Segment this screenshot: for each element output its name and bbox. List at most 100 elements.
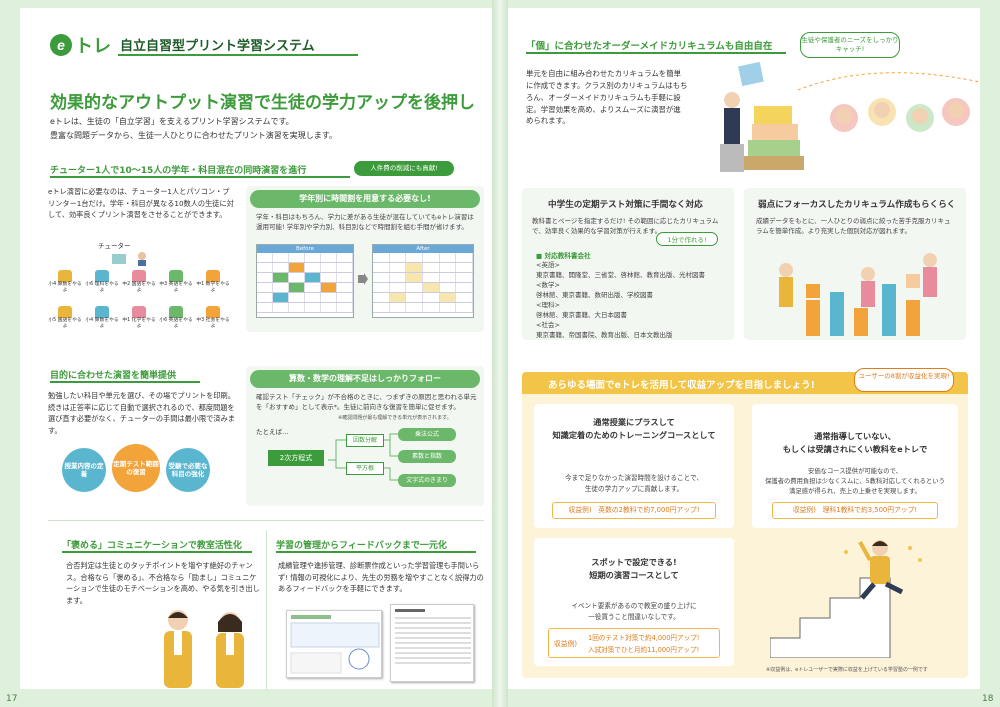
svg-text:トレ: トレ bbox=[75, 36, 111, 57]
schedule-cell bbox=[305, 303, 321, 312]
etore-logo: e トレ bbox=[48, 30, 116, 58]
left-page: e トレ 自立自習型プリント学習システム 効果的なアウトプット演習で生徒の学力ア… bbox=[20, 8, 492, 689]
schedule-cell bbox=[289, 293, 305, 302]
schedule-cell bbox=[423, 273, 440, 282]
schedule-cell bbox=[257, 263, 273, 272]
card1-body-2: 生徒の学力アップに貢献します。 bbox=[584, 485, 684, 493]
card2-body-2: 保護者の費用負担は少なくスムに、5教科対応してくれるという bbox=[765, 478, 945, 485]
goal-circle-3: 受験で必要な科目の強化 bbox=[166, 448, 210, 492]
brand-title: 自立自習型プリント学習システム bbox=[120, 39, 315, 54]
schedule-cell bbox=[337, 263, 353, 272]
schedule-cell bbox=[257, 283, 273, 292]
schedule-row bbox=[257, 293, 353, 303]
divider-vertical bbox=[266, 530, 267, 689]
list-item: <数学> bbox=[536, 281, 560, 290]
sec1-title: チューター1人で10〜15人の学年・科目混在の同時演習を進行 bbox=[50, 166, 307, 176]
schedule-cell bbox=[321, 293, 337, 302]
schedule-row bbox=[373, 303, 474, 313]
schedule-cell bbox=[257, 293, 273, 302]
card2-body-1: 安価なコース提供が可能なので、 bbox=[808, 468, 902, 475]
stairs-illustration bbox=[770, 538, 950, 658]
example-label: たとえば… bbox=[256, 428, 289, 436]
student-desk: 中3 社会をやるよ bbox=[196, 306, 230, 330]
student-label: 中3 英語をやるよ bbox=[159, 282, 193, 293]
list-item: <英語> bbox=[536, 261, 560, 269]
student-icon bbox=[169, 306, 183, 318]
before-table: Before bbox=[256, 244, 354, 318]
schedule-cell bbox=[257, 253, 273, 262]
sec2-title: 目的に合わせた演習を簡単提供 bbox=[50, 371, 177, 381]
schedule-cell bbox=[305, 273, 321, 282]
schedule-cell bbox=[373, 273, 390, 282]
student-label: 中1 化学をやるよ bbox=[122, 318, 156, 329]
schedule-cell bbox=[337, 293, 353, 302]
tree-root: 2次方程式 bbox=[268, 450, 324, 466]
card3-body-2: 一役買うこと間違いなしです。 bbox=[588, 613, 680, 621]
schedule-cell bbox=[456, 253, 474, 262]
card3-title-1: スポットで設定できる! bbox=[591, 557, 677, 567]
card3-amount-2: 入試対策でひと月約11,000円アップ! bbox=[588, 646, 700, 654]
schedule-row bbox=[373, 273, 474, 283]
sec3-body: 合否判定は生徒とのタッチポイントを増やす絶好のチャンス。合格なら「褒める」、不合… bbox=[66, 561, 260, 605]
schedule-cell bbox=[305, 263, 321, 272]
schedule-cell bbox=[390, 273, 407, 282]
schedule-cell bbox=[337, 273, 353, 282]
r-sec3-title: 弱点にフォーカスしたカリキュラム作成もらくらく bbox=[758, 200, 956, 210]
schedule-cell bbox=[456, 293, 474, 302]
schedule-row bbox=[257, 273, 353, 283]
goal-circle-1: 授業内容の定着 bbox=[62, 448, 106, 492]
r-sec2-title: 中学生の定期テスト対策に手間なく対応 bbox=[548, 200, 703, 210]
r-sec1-bubble: 生徒や保護者のニーズをしっかりキャッチ! bbox=[800, 32, 900, 58]
student-label: 中3 社会をやるよ bbox=[196, 318, 230, 329]
textbook-list-title: ■ 対応教科書会社 bbox=[536, 252, 591, 260]
card2-amount: 収益例) 理科1教科で約3,500円アップ! bbox=[772, 502, 938, 519]
schedule-cell bbox=[305, 293, 321, 302]
math-card-note: ※確認問題が最も理解できる単元が表示されます。 bbox=[338, 415, 452, 421]
schedule-cell bbox=[337, 253, 353, 262]
weakness-illustration bbox=[770, 244, 946, 336]
schedule-cell bbox=[439, 293, 457, 302]
card3-amount-box bbox=[548, 628, 720, 658]
student-desk: 小4 算数をやるよ bbox=[48, 270, 82, 294]
schedule-cell bbox=[389, 293, 407, 302]
schedule-cell bbox=[423, 283, 440, 292]
student-label: 小4 算数をやるよ bbox=[85, 318, 119, 329]
student-icon bbox=[206, 306, 220, 318]
tree-branch-2: 平方根 bbox=[346, 462, 384, 475]
card2-title-2: もしくは受講されにくい教科をeトレで bbox=[782, 444, 928, 454]
student-desk: 中1 化学をやるよ bbox=[122, 306, 156, 330]
schedule-row bbox=[373, 263, 474, 273]
card1-body-1: 今まで足りなかった演習時間を設けることで、 bbox=[564, 474, 703, 482]
r-sec4-title: あらゆる場面でeトレを活用して収益アップを目指しましょう! bbox=[548, 380, 815, 391]
r-sec2-badge: 1分で作れる! bbox=[656, 232, 718, 246]
schedule-cell bbox=[406, 293, 424, 302]
student-label: 小6 英語をやるよ bbox=[159, 318, 193, 329]
page-number-right: 18 bbox=[982, 694, 994, 704]
schedule-row bbox=[257, 253, 353, 263]
student-label: 中1 数学をやるよ bbox=[196, 282, 230, 293]
list-item: 啓林館、東京書籍、数研出版、学校図書 bbox=[536, 291, 653, 300]
sec3-underline bbox=[62, 551, 252, 553]
student-label: 小6 理科をやるよ bbox=[85, 282, 119, 293]
student-desk: 小6 英語をやるよ bbox=[159, 306, 193, 330]
tutor-illustration bbox=[112, 250, 156, 266]
sec1-body: eトレ演習に必要なのは、チューター1人とパソコン・プリンター1台だけ。学年・科目… bbox=[48, 187, 234, 220]
schedule-cell bbox=[257, 303, 273, 312]
r-sec1-title: 「個」に合わせたオーダーメイドカリキュラムも自由自在 bbox=[526, 41, 773, 52]
list-item: 東京書籍、開隆堂、三省堂、啓林館、教育出版、光村図書 bbox=[536, 271, 705, 280]
schedule-cell bbox=[337, 303, 353, 312]
student-label: 小4 算数をやるよ bbox=[48, 282, 82, 293]
schedule-cell bbox=[440, 253, 457, 262]
schedule-cell bbox=[390, 253, 407, 262]
schedule-cell bbox=[423, 303, 440, 312]
sec1-underline bbox=[50, 176, 350, 178]
card1-title-2: 知識定着のためのトレーニングコースとして bbox=[552, 430, 716, 440]
schedule-cell bbox=[305, 283, 321, 292]
schedule-cell bbox=[289, 303, 305, 312]
schedule-cell bbox=[273, 283, 289, 292]
tree-branch-1: 因数分解 bbox=[346, 434, 384, 447]
list-item: <理科> bbox=[536, 301, 560, 310]
schedule-cell bbox=[273, 303, 289, 312]
schedule-cell bbox=[390, 303, 407, 312]
schedule-cell bbox=[373, 293, 390, 302]
